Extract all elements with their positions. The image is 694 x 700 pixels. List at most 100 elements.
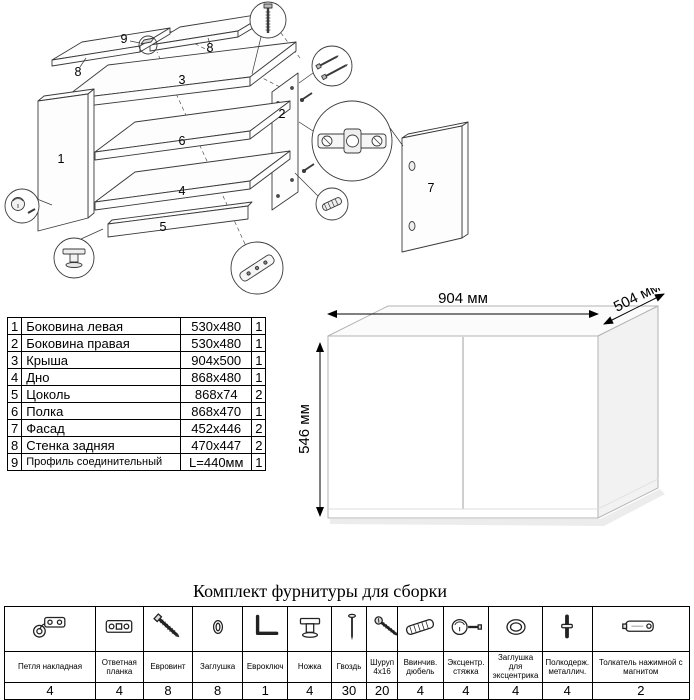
hardware-icons-row [3,606,691,652]
part-size: 470x447 [180,436,253,454]
part-label-4: 4 [179,184,186,198]
hardware-qty-row: 4 4 8 8 1 4 30 20 4 4 4 4 2 [3,681,691,700]
part-name: Полка [21,402,182,420]
hardware-item-qty: 4 [287,681,332,700]
part-qty: 2 [251,385,267,403]
exploded-view-diagram: 9 8 8 3 2 1 6 4 5 7 [4,1,469,295]
confirmat-screw-callout [249,1,287,75]
hardware-icon-cell [442,606,490,652]
part-number: 7 [6,419,23,437]
nail-icon [347,613,356,640]
part-number: 6 [6,402,23,420]
hardware-icon-cell [241,606,289,652]
screw-icon [374,615,397,636]
hardware-item-qty: 1 [241,681,289,700]
hardware-item-label: Заглушка [192,651,243,683]
hardware-item-qty: 8 [142,681,194,700]
part-name: Боковина левая [21,317,182,335]
cam-cap-icon [505,618,526,635]
hardware-icon-cell [366,606,399,652]
part-label-3: 3 [179,73,186,87]
hardware-item-label: Евровинт [142,651,194,683]
cam-lock-icon [451,618,482,635]
top-panel [61,41,297,110]
hardware-item-qty: 30 [330,681,368,700]
right-side-panel [271,72,299,211]
hardware-item-qty: 4 [95,681,144,700]
hardware-item-qty: 4 [3,681,97,700]
part-number: 3 [6,351,23,369]
height-dimension: 546 мм [298,404,313,454]
part-number: 2 [6,334,23,352]
screw-icon [299,92,315,174]
part-size: 452x446 [180,419,253,437]
hardware-item-label: Ввинчив. дюбель [397,651,444,683]
cam-lock-callout [4,188,53,224]
hardware-item-label: Полкодерж. металлич. [541,651,593,683]
part-qty: 2 [251,436,267,454]
part-size: 868x470 [180,402,253,420]
part-label-1: 1 [58,152,65,166]
hardware-icon-cell [192,606,243,652]
dimension-lines [316,293,665,517]
part-qty: 1 [251,453,267,471]
part-size: 904x500 [180,351,253,369]
part-name: Боковина правая [21,334,182,352]
hardware-table: Петля накладная Ответная планка Евровинт… [3,606,691,700]
hardware-item-label: Эксцентр. стяжка [442,651,490,683]
hardware-item-label: Ножка [287,651,332,683]
cabinet-body [327,305,659,519]
part-label-8b: 8 [207,41,214,55]
shelf-panel [94,100,291,161]
threaded-dowel-icon [406,618,435,635]
part-qty: 1 [251,368,267,386]
part-qty: 2 [251,419,267,437]
hardware-item-label: Гвоздь [330,651,368,683]
hardware-item-label: Заглушка для эксцентрика [488,651,543,683]
hardware-item-qty: 4 [541,681,593,700]
dowel-callout [294,172,349,221]
hardware-icon-cell [488,606,543,652]
bottom-panel [94,150,291,211]
part-label-8: 8 [75,65,82,79]
hardware-item-qty: 8 [192,681,243,700]
profile-callout [230,241,284,295]
hardware-icon-cell [287,606,332,652]
part-number: 4 [6,368,23,386]
hardware-icon-cell [142,606,194,652]
hardware-item-label: Петля накладная [3,651,97,683]
hardware-icon-cell [330,606,368,652]
part-name: Профиль соединительный [21,453,182,471]
part-number: 8 [6,436,23,454]
hardware-item-label: Шуруп 4x16 [366,651,399,683]
push-opener-icon [621,620,654,632]
cap-icon [212,619,223,634]
foot-icon [299,617,320,638]
part-label-6: 6 [179,134,186,148]
confirmat-screw-icon [153,612,180,637]
hardware-icon-cell [541,606,593,652]
hardware-item-qty: 4 [488,681,543,700]
cabinet-shadow [330,489,665,526]
fasteners-callout [298,45,353,87]
hardware-icon-cell [591,606,691,652]
part-name: Цоколь [21,385,182,403]
strike-plate-icon [106,619,133,633]
part-size: 530x480 [180,334,253,352]
hinge-callout [298,100,404,182]
facade-door [401,121,469,253]
part-number: 5 [6,385,23,403]
dimensioned-cabinet-drawing: 904 мм 504 мм 546 мм [298,288,665,526]
part-label-9: 9 [121,32,128,46]
left-side-panel [37,88,95,232]
hardware-item-label: Толкатель нажимной с магнитом [591,651,691,683]
part-qty: 1 [251,351,267,369]
hardware-item-label: Евроключ [241,651,289,683]
